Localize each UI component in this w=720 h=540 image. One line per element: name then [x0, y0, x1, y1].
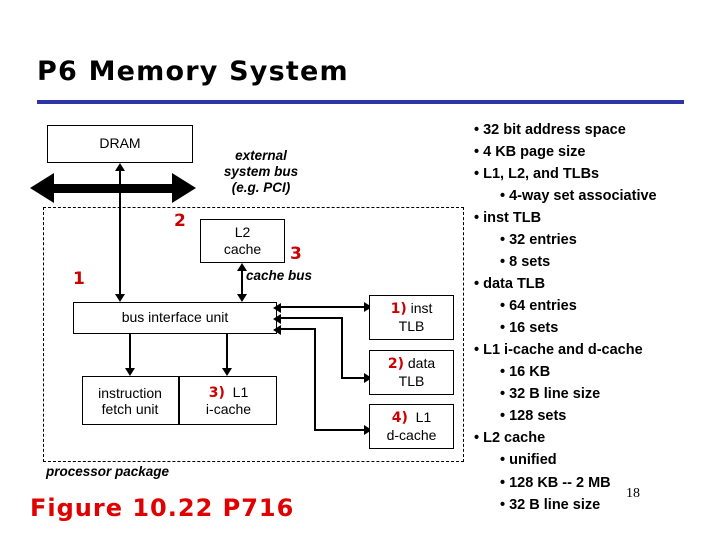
- bullet-item: • 32 B line size: [500, 386, 601, 403]
- title-divider: [37, 100, 684, 104]
- bullet-item: • 128 sets: [500, 408, 567, 425]
- bullet-item: • 4-way set associative: [500, 188, 657, 205]
- l1-icache-label-2: i-cache: [205, 401, 252, 417]
- ifu-icache-divider: [178, 376, 180, 425]
- cache-bus-arrow-down: [237, 294, 247, 302]
- l2-cache-box: L2 cache: [200, 219, 285, 263]
- inst-tlb-line1: 1) inst: [391, 300, 433, 319]
- ifu-label-line2: fetch unit: [101, 400, 159, 417]
- data-tlb-label-2: TLB: [398, 373, 425, 389]
- bullet-item: • 64 entries: [500, 298, 577, 315]
- biu-to-icache-line: [226, 334, 228, 370]
- l2-cache-label-line2: cache: [223, 241, 262, 257]
- dram-link-arrow-up: [115, 163, 125, 171]
- inst-tlb-box: 1) inst TLB: [369, 295, 454, 340]
- bullet-item: • 4 KB page size: [474, 144, 586, 161]
- bullet-item: • unified: [500, 452, 557, 469]
- marker-3: 3: [290, 244, 302, 264]
- bullet-item: • 16 sets: [500, 320, 559, 337]
- datatlb-biu-hline-bottom: [341, 377, 367, 379]
- dcache-biu-arrow-right: [364, 425, 372, 435]
- dram-box: DRAM: [47, 125, 193, 163]
- bullet-item: • 16 KB: [500, 364, 551, 381]
- inst-tlb-marker: 1): [390, 300, 407, 317]
- inst-tlb-label-2: TLB: [398, 318, 425, 334]
- dcache-biu-hline-bottom: [314, 429, 367, 431]
- processor-package-label: processor package: [46, 464, 170, 479]
- l2-cache-label-line1: L2: [234, 223, 251, 240]
- l1-dcache-line1: 4) L1: [392, 409, 432, 428]
- bullet-item: • 32 B line size: [500, 496, 601, 513]
- bus-interface-unit-box: bus interface unit: [73, 302, 277, 334]
- l1-dcache-label-1: L1: [415, 408, 432, 425]
- l1-dcache-box: 4) L1 d-cache: [369, 404, 454, 449]
- page-number: 18: [626, 486, 640, 501]
- bullet-item: • 8 sets: [500, 254, 551, 271]
- ifu-label-line1: instruction: [98, 384, 162, 401]
- l1-dcache-marker: 4): [391, 409, 408, 426]
- external-bus-label-line1: external: [235, 148, 287, 163]
- system-bus-line: [52, 184, 182, 193]
- datatlb-biu-hline-top: [281, 317, 343, 319]
- biu-insttlb-arrow-right: [364, 302, 372, 312]
- marker-2: 2: [174, 211, 186, 231]
- bullet-item: • 32 bit address space: [474, 122, 626, 138]
- data-tlb-marker: 2): [387, 355, 404, 372]
- dram-link-arrow-down: [115, 294, 125, 302]
- dcache-biu-vline: [314, 328, 316, 431]
- biu-to-ifu-line: [129, 334, 131, 370]
- datatlb-biu-arrow-left: [273, 314, 281, 324]
- data-tlb-line1: 2) data: [388, 355, 435, 374]
- system-bus-arrow-left: [30, 173, 54, 203]
- l1-icache-label-1: L1: [232, 384, 249, 400]
- spec-bullet-list: • 32 bit address space • 4 KB page size • …: [474, 119, 718, 516]
- page-title: P6 Memory System: [37, 56, 349, 87]
- l1-icache-line1: 3) L1: [209, 384, 249, 401]
- biu-insttlb-arrow-left: [273, 303, 281, 313]
- dram-label: DRAM: [99, 135, 141, 152]
- bullet-item: • L1, L2, and TLBs: [474, 166, 600, 183]
- bus-interface-unit-label: bus interface unit: [121, 309, 229, 326]
- biu-to-icache-arrow: [222, 368, 232, 376]
- biu-to-ifu-arrow: [125, 368, 135, 376]
- l1-icache-marker: 3): [208, 385, 225, 401]
- bullet-item: • 128 KB -- 2 MB: [500, 474, 611, 491]
- datatlb-biu-vline: [341, 317, 343, 379]
- l1-dcache-label-2: d-cache: [386, 427, 437, 443]
- processor-package-boundary: [43, 207, 464, 462]
- marker-1: 1: [73, 269, 85, 289]
- bullet-item: • 32 entries: [500, 232, 577, 249]
- cache-bus-line: [241, 268, 243, 296]
- bullet-item: • data TLB: [474, 276, 546, 293]
- data-tlb-box: 2) data TLB: [369, 350, 454, 395]
- figure-caption: Figure 10.22 P716: [30, 494, 295, 522]
- bullet-item: • L1 i-cache and d-cache: [474, 342, 643, 359]
- data-tlb-label-1: data: [407, 354, 436, 371]
- datatlb-biu-arrow-right: [364, 373, 372, 383]
- instruction-fetch-unit-cell: instruction fetch unit: [82, 376, 178, 425]
- external-bus-label: external system bus (e.g. PCI): [196, 148, 326, 196]
- external-bus-label-line2: system bus: [223, 163, 299, 179]
- biu-insttlb-line: [281, 306, 367, 308]
- bullet-item: • inst TLB: [474, 210, 542, 227]
- cache-bus-label: cache bus: [246, 268, 313, 283]
- dcache-biu-hline-top: [281, 328, 316, 330]
- system-bus-arrow-right: [172, 173, 196, 203]
- external-bus-label-line3: (e.g. PCI): [231, 179, 291, 195]
- inst-tlb-label-1: inst: [410, 299, 433, 316]
- dram-to-biu-line: [119, 168, 121, 298]
- cache-bus-arrow-up: [237, 263, 247, 271]
- dcache-biu-arrow-left: [273, 325, 281, 335]
- bullet-item: • L2 cache: [474, 430, 546, 447]
- l1-icache-cell: 3) L1 i-cache: [180, 376, 277, 425]
